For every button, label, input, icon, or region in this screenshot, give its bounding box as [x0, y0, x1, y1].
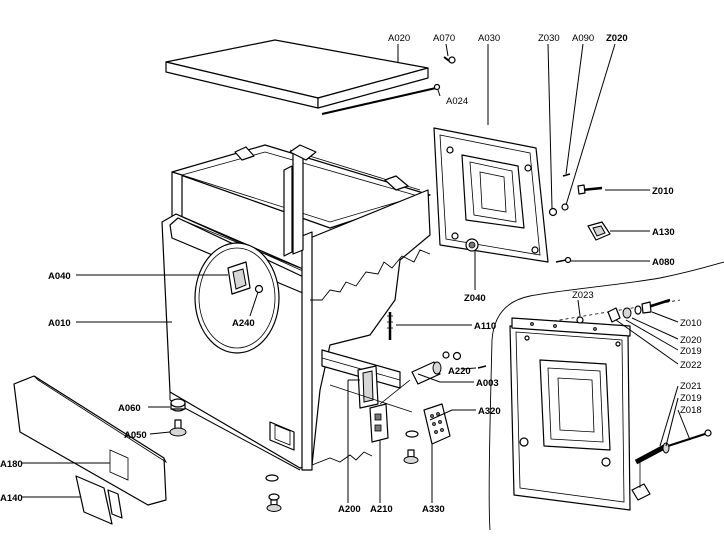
part-labels: A020 A070 A030 Z030 A090 Z020 A024 Z010 …	[0, 33, 702, 515]
label-a220: A220	[448, 366, 471, 377]
label-z010-top: Z010	[652, 186, 674, 197]
foot-bottom-part	[265, 474, 282, 512]
screw-a070-part	[443, 56, 456, 64]
label-a130: A130	[652, 227, 675, 238]
label-z021: Z021	[680, 381, 702, 392]
label-z020-top: Z020	[606, 33, 628, 44]
label-z018: Z018	[680, 405, 702, 416]
label-a050: A050	[124, 430, 147, 441]
label-z040: Z040	[464, 293, 486, 304]
label-z019-a: Z019	[680, 346, 702, 357]
foot-a050-part	[169, 419, 187, 437]
label-a080: A080	[652, 257, 675, 268]
cabinet-part	[161, 144, 431, 471]
label-a110: A110	[474, 321, 496, 332]
rod-part	[321, 83, 441, 115]
label-a060: A060	[118, 403, 141, 414]
bracket-a200-part	[357, 365, 379, 409]
label-a180: A180	[0, 459, 23, 470]
label-a070: A070	[433, 33, 455, 44]
leader-lines	[22, 43, 691, 503]
label-a010: A010	[48, 318, 71, 329]
bracket-a210-part	[369, 403, 389, 443]
nut-z023-part	[576, 316, 584, 324]
spring-assembly-part	[631, 429, 712, 501]
label-a240: A240	[232, 318, 255, 329]
front-kick-panel-part	[13, 375, 168, 525]
bolt-z010-part	[577, 184, 603, 195]
label-a090: A090	[572, 33, 594, 44]
screw-z030-part	[548, 207, 558, 217]
label-a024: A024	[446, 96, 468, 107]
label-z010-side: Z010	[680, 318, 702, 329]
label-a330: A330	[422, 504, 445, 515]
label-a200: A200	[338, 504, 361, 515]
label-a210: A210	[370, 504, 393, 515]
foot-middle-part	[403, 430, 419, 464]
screw-a090-part	[561, 173, 571, 211]
damper-a003-part	[411, 361, 442, 385]
washer-a220-part	[442, 351, 487, 369]
clip-a130-part	[587, 221, 611, 241]
screw-a080-part	[555, 256, 572, 264]
back-panel-part	[433, 127, 549, 263]
label-z022: Z022	[680, 360, 702, 371]
label-a020: A020	[388, 33, 410, 44]
label-a320: A320	[478, 406, 501, 417]
plate-a330-part	[423, 403, 451, 445]
label-z030: Z030	[538, 33, 560, 44]
label-a030: A030	[478, 33, 500, 44]
side-bolt-assembly-part	[607, 298, 671, 323]
label-z023: Z023	[572, 290, 594, 301]
label-z020-side: Z020	[680, 335, 702, 346]
top-panel-part	[165, 39, 429, 109]
label-z019-b: Z019	[680, 393, 702, 404]
nut-a060-part	[170, 398, 186, 412]
label-a040: A040	[48, 271, 71, 282]
label-a003: A003	[476, 378, 499, 389]
label-a140: A140	[0, 493, 23, 504]
